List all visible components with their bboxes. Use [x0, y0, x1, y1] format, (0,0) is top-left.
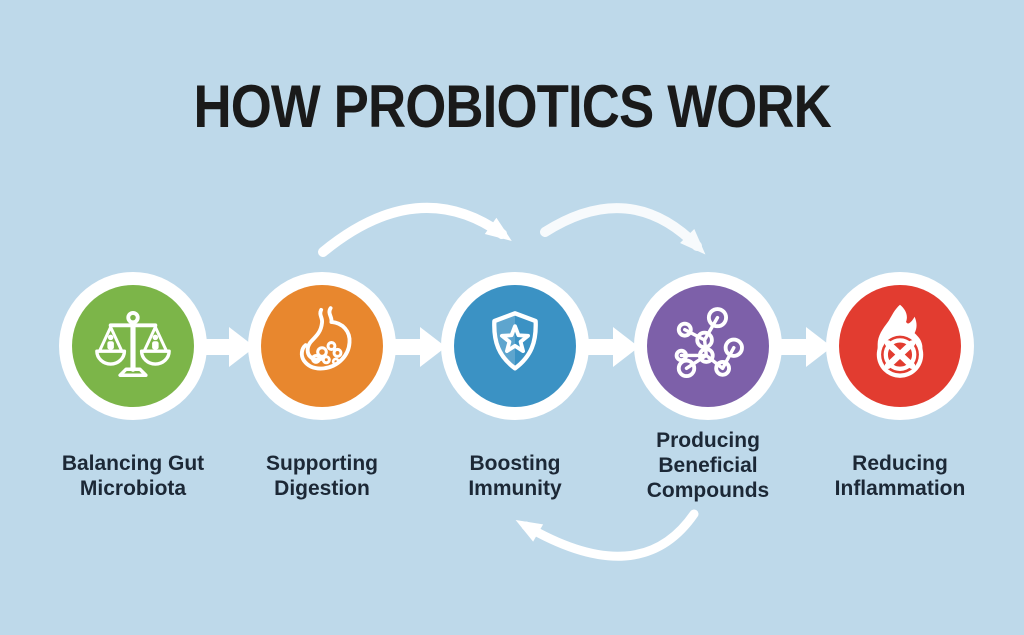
flow-arrow-right-icon: [390, 327, 446, 367]
flow-arrow-right-icon: [583, 327, 639, 367]
step-circle-fill: [839, 285, 961, 407]
page-title: HOW PROBIOTICS WORK: [0, 72, 1024, 141]
step-label-producing-compounds: Producing Beneficial Compounds: [646, 429, 770, 502]
flow-arrow-right-icon: [776, 327, 832, 367]
curved-arrow-compounds-back-to-immunity-icon: [515, 509, 699, 561]
step-circle-reducing-inflammation: [826, 272, 974, 420]
step-label-balancing-gut: Balancing Gut Microbiota: [61, 452, 205, 500]
molecule-icon: [674, 307, 744, 379]
step-circle-fill: [72, 285, 194, 407]
step-label-boosting-immunity: Boosting Immunity: [468, 452, 562, 500]
shield-star-icon: [492, 311, 538, 371]
flow-arrow-right-icon: [199, 327, 255, 367]
step-circle-supporting-digestion: [248, 272, 396, 420]
curved-arrow-digestion-to-immunity-icon: [318, 203, 512, 257]
page-title-text: HOW PROBIOTICS WORK: [193, 73, 831, 140]
step-circle-boosting-immunity: [441, 272, 589, 420]
step-circle-producing-compounds: [634, 272, 782, 420]
step-label-supporting-digestion: Supporting Digestion: [266, 452, 378, 500]
stomach-icon: [299, 306, 352, 371]
balance-scale-icon: [95, 310, 171, 377]
curved-arrow-immunity-to-compounds-icon: [540, 203, 706, 255]
step-circle-fill: [647, 285, 769, 407]
step-circle-fill: [454, 285, 576, 407]
step-circle-fill: [261, 285, 383, 407]
step-label-reducing-inflammation: Reducing Inflammation: [834, 452, 966, 500]
flame-no-symbol-icon: [876, 304, 924, 378]
step-circle-balancing-gut: [59, 272, 207, 420]
